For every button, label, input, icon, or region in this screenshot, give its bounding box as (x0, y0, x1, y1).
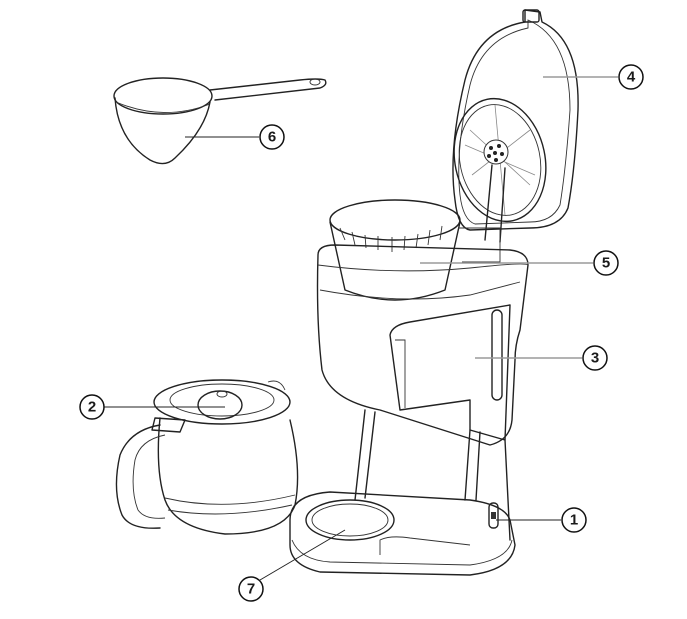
filter-holder (329, 199, 501, 301)
callout-7-label: 7 (247, 581, 255, 598)
callout-4-label: 4 (627, 69, 636, 86)
callout-3: 3 (582, 345, 608, 371)
power-switch (488, 502, 499, 529)
callout-1: 1 (561, 507, 587, 533)
callout-2: 2 (79, 394, 105, 420)
top-lid (452, 9, 579, 243)
callout-5-label: 5 (602, 255, 610, 272)
water-tank-window (389, 304, 511, 441)
base (289, 491, 516, 576)
callout-5: 5 (593, 250, 619, 276)
coffee-maker-body (289, 9, 579, 576)
callout-7: 7 (238, 576, 264, 602)
callout-4: 4 (618, 64, 644, 90)
callout-6: 6 (259, 124, 285, 150)
callout-2-label: 2 (88, 399, 96, 416)
carafe (115, 379, 299, 535)
callout-6-label: 6 (268, 129, 276, 146)
warming-plate (305, 499, 395, 541)
callout-1-label: 1 (570, 512, 578, 529)
callout-3-label: 3 (591, 350, 599, 367)
measuring-spoon (113, 77, 327, 165)
